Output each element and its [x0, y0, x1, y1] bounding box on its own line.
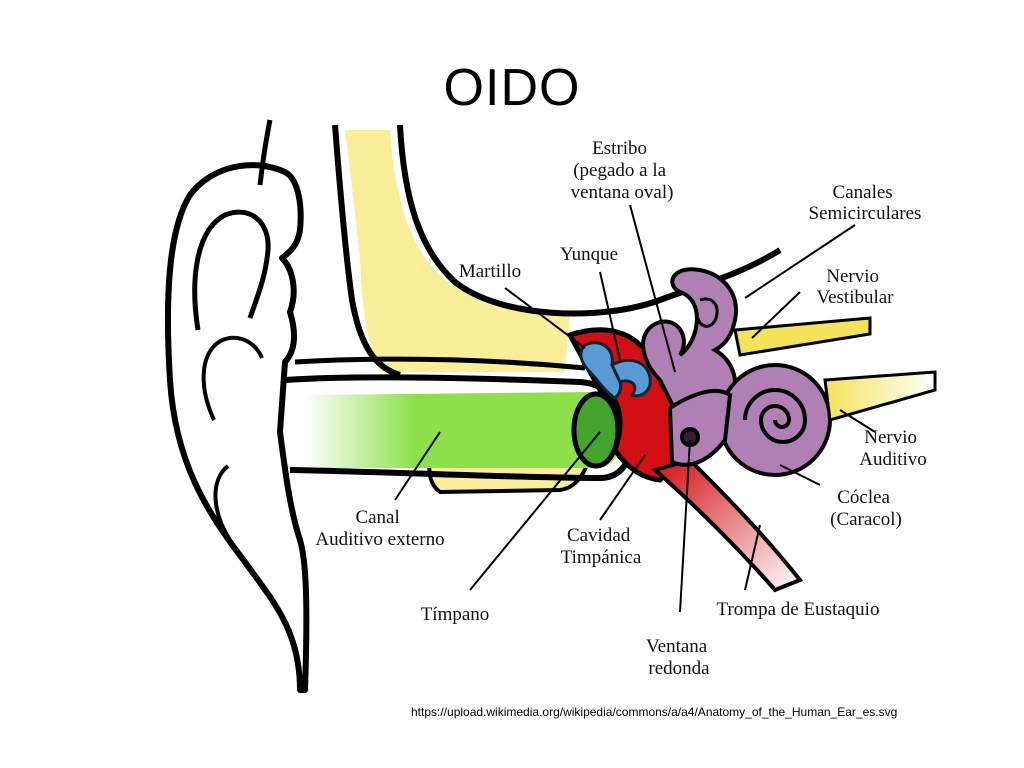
label-canales-semicirculares: Canales Semicirculares [809, 182, 922, 224]
label-nervio-auditivo: Nervio Auditivo [859, 427, 927, 470]
inner-ear [641, 267, 832, 477]
eustachian-tube [650, 457, 804, 593]
label-trompa-de-eustaquio: Trompa de Eustaquio [717, 599, 880, 620]
label-estribo: Estribo (pegado a la ventana oval) [571, 138, 674, 203]
slide-title: OIDO [443, 59, 581, 117]
label-coclea: Cóclea (Caracol) [830, 487, 902, 530]
label-yunque: Yunque [560, 244, 618, 265]
label-ventana-redonda: Ventana redonda [646, 636, 712, 679]
label-martillo: Martillo [459, 261, 521, 282]
source-url: https://upload.wikimedia.org/wikipedia/c… [411, 705, 898, 719]
label-nervio-vestibular: Nervio Vestibular [816, 266, 894, 308]
label-timpano: Tímpano [421, 604, 490, 625]
nerves [733, 316, 937, 422]
ear-canal [284, 356, 634, 482]
leader-lines [394, 204, 876, 613]
labels: Estribo (pegado a la ventana oval) Canal… [315, 138, 926, 679]
label-canal-auditivo-externo: Canal Auditivo externo [315, 507, 444, 550]
pinna [164, 119, 310, 693]
label-cavidad-timpanica: Cavidad Timpánica [561, 525, 642, 568]
